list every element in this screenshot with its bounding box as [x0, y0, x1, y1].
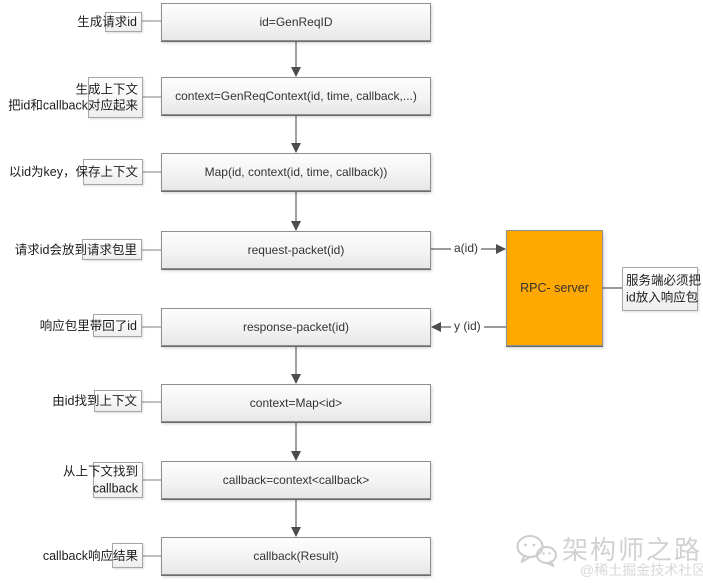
- flow-box-text: request-packet(id): [247, 243, 345, 257]
- flow-box-text: context=GenReqContext(id, time, callback…: [175, 89, 417, 103]
- note-text: 生成请求id: [77, 14, 137, 29]
- note-text: 由id找到上下文: [52, 393, 137, 408]
- note-text: callback响应结果: [42, 548, 138, 563]
- rpc-server-label: RPC- server: [520, 281, 589, 295]
- flow-box-response-packet: response-packet(id): [161, 308, 431, 346]
- note-gen-context: 生成上下文 把id和callback对应起来: [8, 77, 143, 118]
- request-edge-label: a(id): [451, 241, 482, 255]
- note-gen-req-id: 生成请求id: [77, 12, 142, 32]
- note-server-must-return-id: 服务端必须把 id放入响应包: [622, 267, 702, 311]
- note-callback-result: callback响应结果: [43, 543, 143, 568]
- flow-box-text: callback=context<callback>: [222, 473, 370, 487]
- flow-box-text: response-packet(id): [242, 320, 350, 334]
- note-text: 请求id会放到请求包里: [14, 242, 137, 257]
- note-request-packet: 请求id会放到请求包里: [15, 239, 142, 260]
- watermark-subtitle: @稀土掘金技术社区: [580, 562, 703, 578]
- note-text: 以id为key，保存上下文: [8, 164, 138, 179]
- wechat-icon: [516, 534, 558, 575]
- note-find-context: 由id找到上下文: [52, 390, 142, 412]
- note-text: 响应包里带回了id: [39, 318, 137, 333]
- flow-box-request-packet: request-packet(id): [161, 231, 431, 269]
- flow-box-map-save: Map(id, context(id, time, callback)): [161, 153, 431, 191]
- flow-box-gen-context: context=GenReqContext(id, time, callback…: [161, 77, 431, 115]
- watermark-title: 架构师之路: [562, 535, 703, 565]
- note-find-callback: 从上下文找到 callback: [63, 462, 143, 498]
- flow-box-text: Map(id, context(id, time, callback)): [204, 165, 388, 179]
- flow-box-callback-result: callback(Result): [161, 537, 431, 575]
- flow-box-text: context=Map<id>: [249, 396, 343, 410]
- flow-box-text: id=GenReqID: [259, 15, 333, 29]
- note-text: 从上下文找到 callback: [62, 464, 138, 496]
- flow-box-find-context: context=Map<id>: [161, 384, 431, 422]
- flow-box-find-callback: callback=context<callback>: [161, 461, 431, 499]
- note-response-packet: 响应包里带回了id: [40, 314, 142, 337]
- note-text: 生成上下文 把id和callback对应起来: [8, 82, 138, 113]
- note-map-save: 以id为key，保存上下文: [9, 159, 143, 185]
- flow-box-gen-req-id: id=GenReqID: [161, 3, 431, 41]
- flow-box-text: callback(Result): [253, 549, 339, 563]
- note-text: 服务端必须把 id放入响应包: [626, 273, 702, 305]
- response-edge-label: y (id): [451, 319, 484, 333]
- rpc-server-box: RPC- server: [506, 230, 603, 346]
